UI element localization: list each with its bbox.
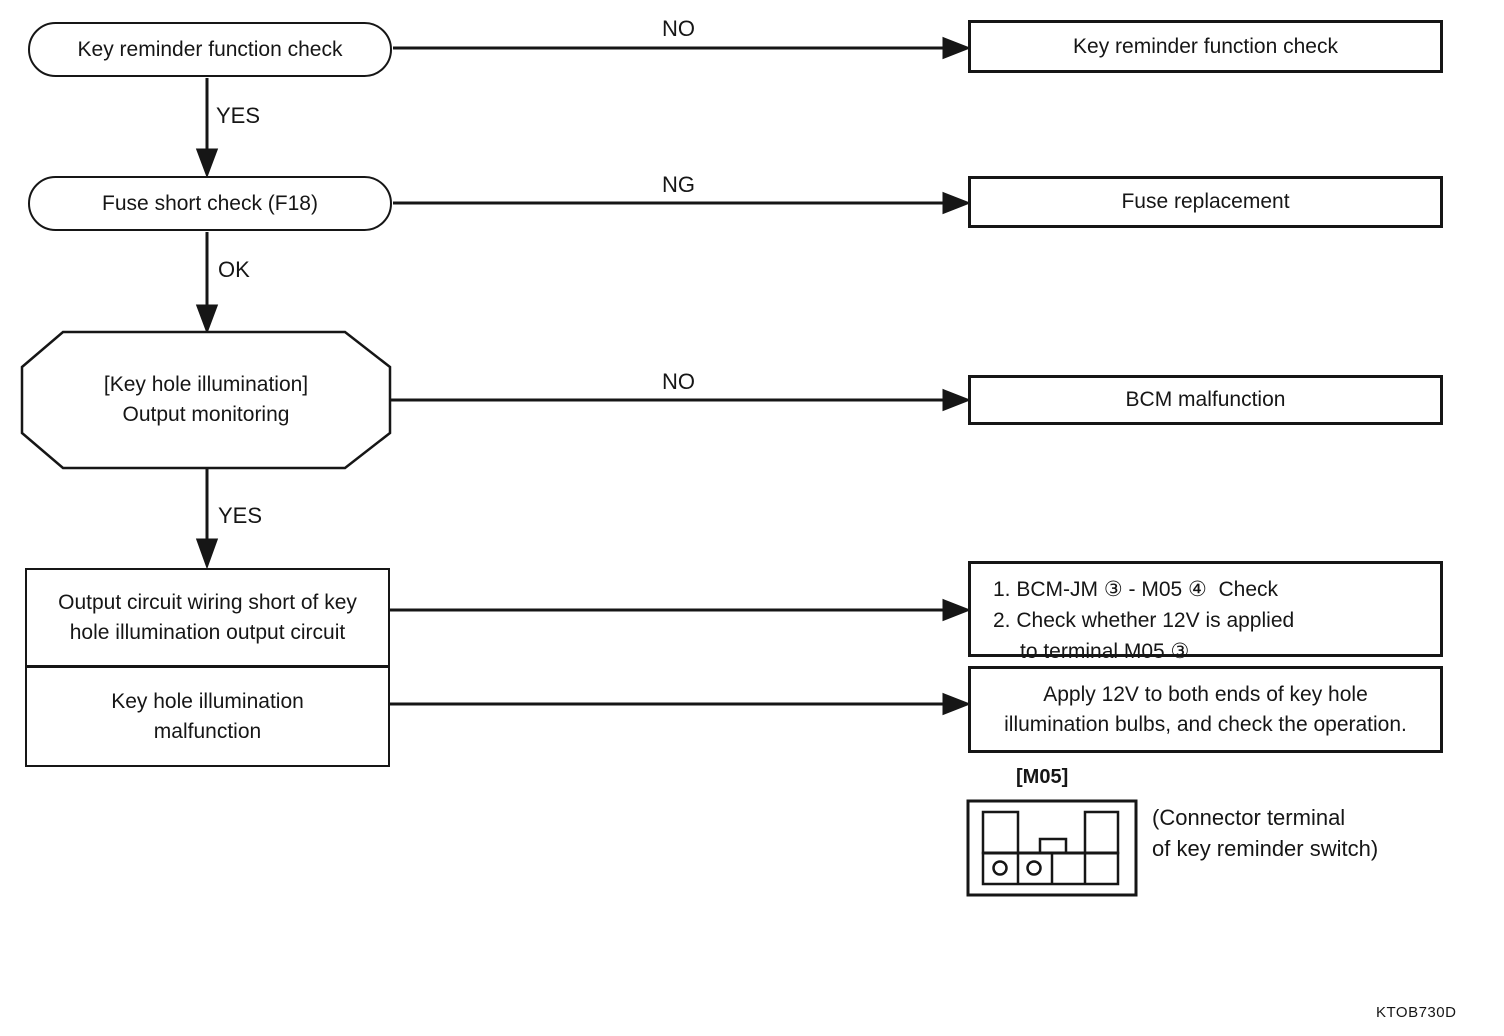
m05-connector-caption: (Connector terminal of key reminder swit…	[1152, 805, 1379, 861]
edge-label-ok: OK	[218, 257, 250, 282]
edge-label-no-mid: NO	[662, 369, 695, 394]
action-fuse-replacement: Fuse replacement	[968, 176, 1443, 228]
m05-center-tab	[1038, 837, 1068, 855]
edge-label-no-top: NO	[662, 16, 695, 41]
action-bcm-jm-check: 1. BCM-JM ③ - M05 ④ Check 2. Check wheth…	[968, 561, 1443, 663]
arrow-ok	[195, 232, 219, 335]
m05-terminal-pin-2	[1026, 860, 1042, 876]
node-keyhole-illumination-malfunction: Key hole illumination malfunction	[25, 666, 390, 767]
edge-label-yes-mid: YES	[218, 503, 263, 528]
edge-label-ng: NG	[662, 172, 695, 197]
m05-top-left-slot	[981, 810, 1020, 855]
arrow-no-2	[389, 388, 972, 412]
arrow-no-1	[393, 36, 972, 60]
m05-terminal-pin-1	[992, 860, 1008, 876]
arrow-to-bcm-jm-check	[389, 598, 972, 622]
octagon-node-outline	[20, 330, 392, 470]
node-key-reminder-function-check: Key reminder function check	[28, 22, 392, 77]
bcm-jm-check-line-1: 1. BCM-JM ③ - M05 ④ Check	[993, 578, 1279, 601]
edge-label-yes-top: YES	[216, 103, 261, 128]
m05-connector-tag: [M05]	[1016, 766, 1069, 788]
m05-terminal-row	[981, 851, 1120, 886]
m05-outer-housing	[966, 799, 1138, 897]
arrow-to-apply-12v	[389, 692, 972, 716]
node-fuse-short-check: Fuse short check (F18)	[28, 176, 392, 231]
action-bcm-malfunction: BCM malfunction	[968, 375, 1443, 425]
node-output-circuit-wiring-short: Output circuit wiring short of key hole …	[25, 568, 390, 667]
action-apply-12v: Apply 12V to both ends of key hole illum…	[968, 666, 1443, 753]
m05-connector-diagram	[966, 799, 1138, 897]
m05-top-right-slot	[1083, 810, 1120, 855]
action-key-reminder-function-check: Key reminder function check	[968, 20, 1443, 73]
bcm-jm-check-line-2: 2. Check whether 12V is applied	[993, 609, 1295, 632]
arrow-yes-2	[195, 469, 219, 570]
arrow-ng	[393, 191, 972, 215]
arrow-yes-1	[195, 78, 219, 179]
node-output-monitoring-label: [Key hole illumination] Output monitorin…	[103, 373, 309, 426]
bcm-jm-check-line-3: to terminal M05 ③	[1020, 640, 1190, 663]
figure-code: KTOB730D	[1376, 1004, 1457, 1021]
